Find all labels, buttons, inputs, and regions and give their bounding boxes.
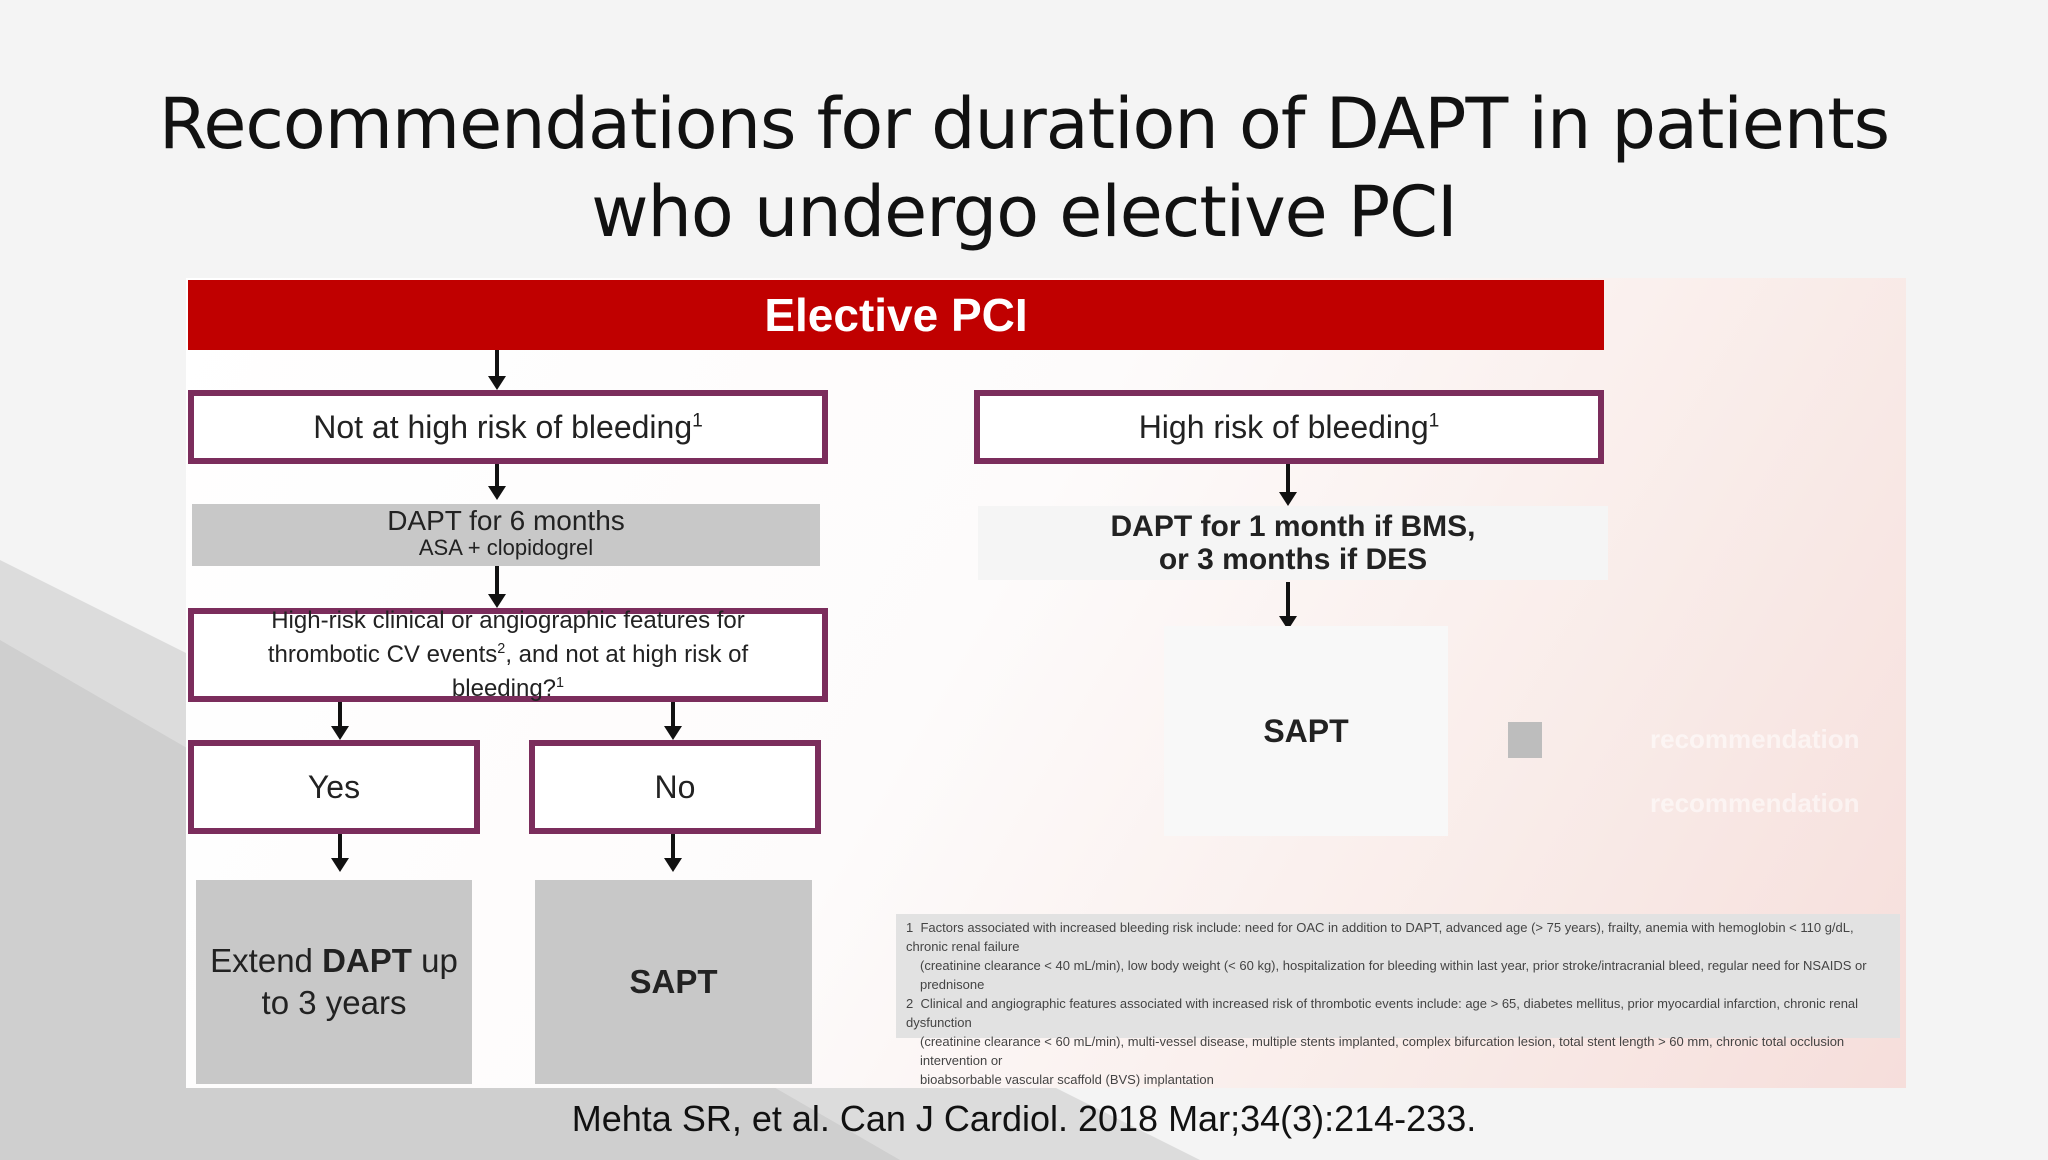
arrow-head — [331, 858, 349, 872]
arrow-connector — [495, 350, 499, 378]
arrow-connector — [338, 702, 342, 728]
legend-label: recommendation — [1650, 788, 1860, 818]
flowchart-header: Elective PCI — [188, 280, 1604, 350]
extend-dapt-outcome-box: Extend DAPT up to 3 years — [196, 880, 472, 1084]
arrow-connector — [338, 834, 342, 860]
footnote-text: bioabsorbable vascular scaffold (BVS) im… — [920, 1072, 1214, 1087]
sapt-outcome-box-left: SAPT — [535, 880, 812, 1084]
high-risk-features-question-box: High-risk clinical or angiographic featu… — [188, 607, 828, 702]
dapt-bms-des-line: DAPT for 1 month if BMS, — [1110, 510, 1476, 543]
footnote-marker: 1 — [556, 675, 565, 691]
footnote-marker: 1 — [692, 409, 703, 431]
footnote-marker: 2 — [497, 641, 506, 657]
footnote-text: (creatinine clearance < 60 mL/min), mult… — [920, 1034, 1845, 1068]
not-high-bleeding-risk-box: Not at high risk of bleeding1 — [188, 390, 828, 464]
outcome-text-bold: DAPT — [322, 942, 412, 979]
outcome-text: Extend — [210, 942, 323, 979]
legend-swatch — [1508, 722, 1542, 758]
arrow-head — [1279, 492, 1297, 506]
footnote-text: Clinical and angiographic features assoc… — [906, 996, 1859, 1030]
arrow-head — [488, 486, 506, 500]
arrow-connector — [1286, 582, 1290, 618]
no-box: No — [529, 740, 821, 834]
arrow-connector — [1286, 464, 1290, 494]
footnote-text: Factors associated with increased bleedi… — [906, 920, 1854, 954]
arrow-head — [664, 726, 682, 740]
high-bleeding-risk-box: High risk of bleeding1 — [974, 390, 1604, 464]
footnote-marker: 1 — [906, 920, 914, 935]
outcome-text: to 3 years — [261, 984, 407, 1021]
arrow-head — [331, 726, 349, 740]
footnote-marker: 2 — [906, 996, 914, 1011]
outcome-text: up — [411, 942, 458, 979]
arrow-head — [488, 376, 506, 390]
question-line: thrombotic CV events — [267, 641, 498, 668]
arrow-connector — [671, 834, 675, 860]
sapt-outcome-box-right: SAPT — [1164, 626, 1448, 836]
dapt-bms-des-line: or 3 months if DES — [1158, 543, 1428, 576]
arrow-connector — [495, 464, 499, 488]
arrow-connector — [495, 566, 499, 596]
question-line: bleeding? — [451, 675, 557, 702]
not-high-bleeding-risk-label: Not at high risk of bleeding — [313, 408, 693, 445]
legend-label: recommendation — [1650, 724, 1860, 754]
question-line: , and not at high risk of — [505, 641, 749, 668]
high-bleeding-risk-label: High risk of bleeding — [1138, 408, 1429, 445]
footnotes-panel: 1 Factors associated with increased blee… — [896, 914, 1900, 1087]
footnote-marker: 1 — [1428, 409, 1440, 431]
dapt-6-months-subtitle: ASA + clopidogrel — [418, 535, 594, 560]
dapt-bms-des-box: DAPT for 1 month if BMS, or 3 months if … — [978, 506, 1608, 580]
dapt-6-months-title: DAPT for 6 months — [387, 505, 625, 536]
arrow-connector — [671, 702, 675, 728]
footnote-text: (creatinine clearance < 40 mL/min), low … — [920, 958, 1867, 992]
arrow-head — [488, 594, 506, 608]
question-line: High-risk clinical or angiographic featu… — [271, 607, 745, 634]
arrow-head — [664, 858, 682, 872]
slide-title: Recommendations for duration of DAPT in … — [158, 83, 1890, 253]
dapt-6-months-box: DAPT for 6 months ASA + clopidogrel — [192, 504, 820, 566]
yes-box: Yes — [188, 740, 480, 834]
citation: Mehta SR, et al. Can J Cardiol. 2018 Mar… — [571, 1098, 1477, 1139]
